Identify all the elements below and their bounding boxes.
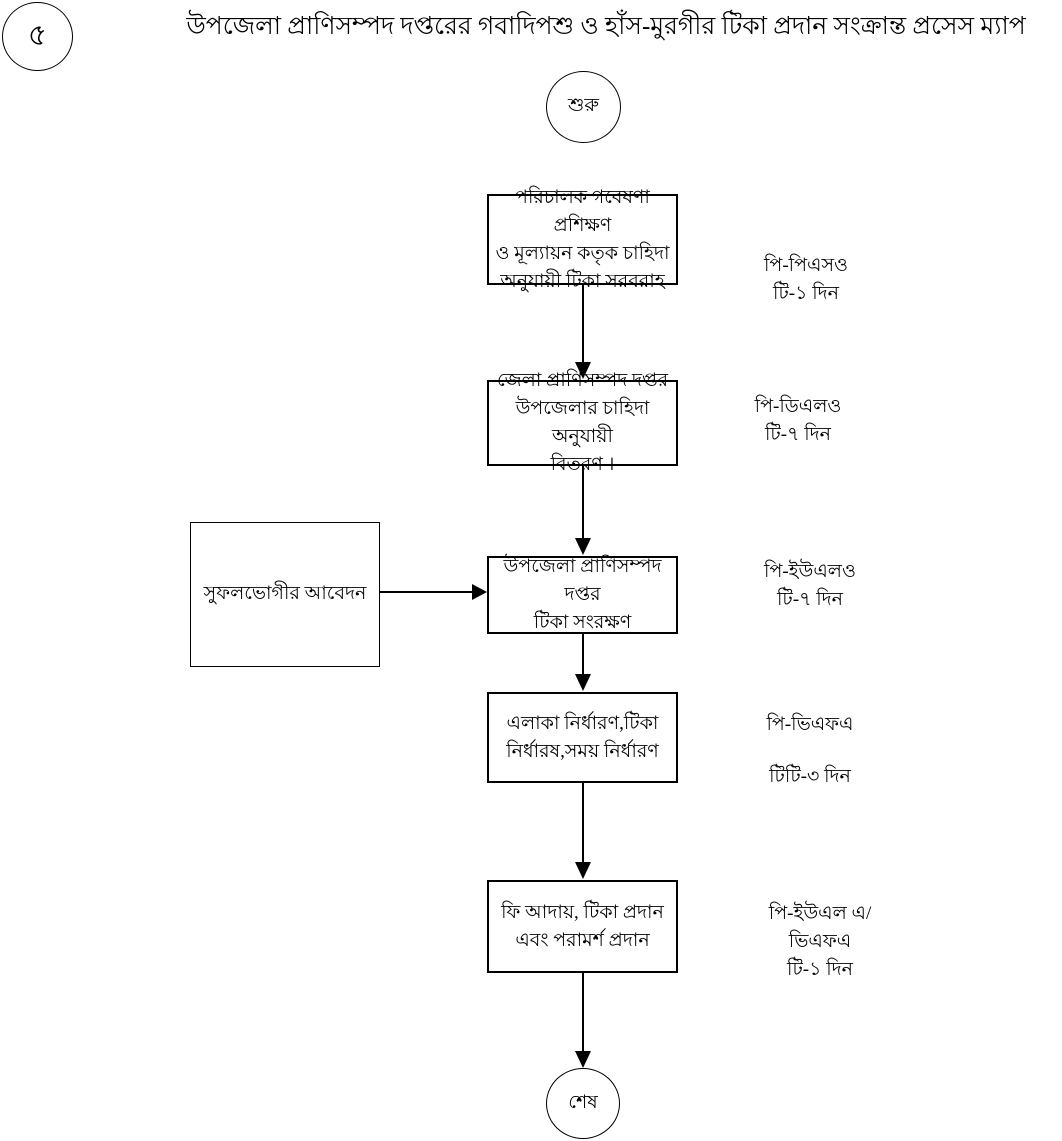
arrow-head-right-icon <box>472 584 487 600</box>
process-box-line: জেলা প্রাণিসম্পদ দপ্তর <box>496 370 669 391</box>
process-box-line: এবং পরামর্শ প্রদান <box>515 929 650 951</box>
arrow-head-down-icon <box>575 362 591 379</box>
arrow-step5-to-end <box>575 973 591 1068</box>
process-box-line: উপজেলা প্রাণিসম্পদ দপ্তর <box>503 556 662 605</box>
page-number: ৫ <box>27 19 48 52</box>
annotation-line: টি-৭ দিন <box>765 424 831 445</box>
arrow-step3-to-step4 <box>575 634 591 691</box>
process-box-fee-vaccination-advice: ফি আদায়, টিকা প্রদান এবং পরামর্শ প্রদান <box>487 880 678 973</box>
arrow-step4-to-step5 <box>575 783 591 879</box>
process-box-line: টিকা সংরক্ষণ <box>533 612 632 633</box>
start-node: শুরু <box>546 71 621 143</box>
arrow-input-to-step3 <box>380 584 487 600</box>
start-node-label: শুরু <box>568 95 599 116</box>
annotation-line: টি-৭ দিন <box>777 589 843 610</box>
arrow-head-down-icon <box>575 1051 591 1068</box>
annotation-line: ভিএফএ <box>788 931 852 952</box>
end-node-label: শেষ <box>568 1091 598 1113</box>
annotation-line: পি-ইউএল এ/ <box>768 903 872 924</box>
process-box-line: অনুযায়ী টিকা সরবরাহ <box>500 270 665 292</box>
annotation-line: টি-১ দিন <box>773 283 839 304</box>
process-box-line: পরিচালক গবেষণা প্রশিক্ষণ <box>515 186 650 236</box>
arrow-head-down-icon <box>575 538 591 555</box>
page-number-badge: ৫ <box>2 2 73 71</box>
process-box-line: ফি আদায়, টিকা প্রদান <box>501 901 664 923</box>
process-box-area-time-determination: এলাকা নির্ধারণ,টিকা নির্ধারষ,সময় নির্ধা… <box>487 692 678 783</box>
annotation-line: টি-১ দিন <box>787 959 853 980</box>
step4-annotation: পি-ভিএফএ টিটি-৩ দিন <box>740 711 880 791</box>
step2-annotation: পি-ডিএলও টি-৭ দিন <box>728 393 868 449</box>
arrow-line <box>582 285 584 362</box>
step3-annotation: পি-ইউএলও টি-৭ দিন <box>740 558 880 614</box>
arrow-head-down-icon <box>575 674 591 691</box>
process-box-line: এলাকা নির্ধারণ,টিকা <box>506 712 659 734</box>
annotation-line: পি-ভিএফএ <box>766 714 854 735</box>
annotation-line: পি-পিএসও <box>764 255 848 276</box>
arrow-line <box>582 634 584 674</box>
annotation-line: টিটি-৩ দিন <box>769 766 851 787</box>
arrow-line <box>380 591 472 593</box>
arrow-line <box>582 973 584 1051</box>
process-box-vaccine-supply: পরিচালক গবেষণা প্রশিক্ষণ ও মূল্যায়ন কতৃ… <box>487 187 678 292</box>
arrow-step1-to-step2 <box>575 285 591 379</box>
arrow-step2-to-step3 <box>575 466 591 555</box>
annotation-line: পি-ডিএলও <box>754 396 842 417</box>
input-box-label: সুফলভোগীর আবেদন <box>203 582 367 604</box>
step1-annotation: পি-পিএসও টি-১ দিন <box>736 252 876 308</box>
arrow-line <box>582 466 584 538</box>
input-box-beneficiary-application: সুফলভোগীর আবেদন <box>190 522 380 667</box>
arrow-line <box>582 783 584 862</box>
process-box-line: নির্ধারষ,সময় নির্ধারণ <box>506 740 659 762</box>
process-box-vaccine-storage: উপজেলা প্রাণিসম্পদ দপ্তর টিকা সংরক্ষণ <box>487 556 678 634</box>
diagram-title: উপজেলা প্রাণিসম্পদ দপ্তরের গবাদিপশু ও হা… <box>186 13 1026 40</box>
process-box-line: বিতরণ । <box>550 454 615 475</box>
end-node: শেষ <box>546 1068 620 1139</box>
process-box-district-distribution: জেলা প্রাণিসম্পদ দপ্তর উপজেলার চাহিদা অন… <box>487 370 678 475</box>
arrow-head-down-icon <box>575 862 591 879</box>
annotation-line: পি-ইউএলও <box>764 561 856 582</box>
process-box-line: উপজেলার চাহিদা অনুযায়ী <box>515 398 650 447</box>
process-box-line: ও মূল্যায়ন কতৃক চাহিদা <box>495 242 670 264</box>
step5-annotation: পি-ইউএল এ/ ভিএফএ টি-১ দিন <box>750 900 890 984</box>
